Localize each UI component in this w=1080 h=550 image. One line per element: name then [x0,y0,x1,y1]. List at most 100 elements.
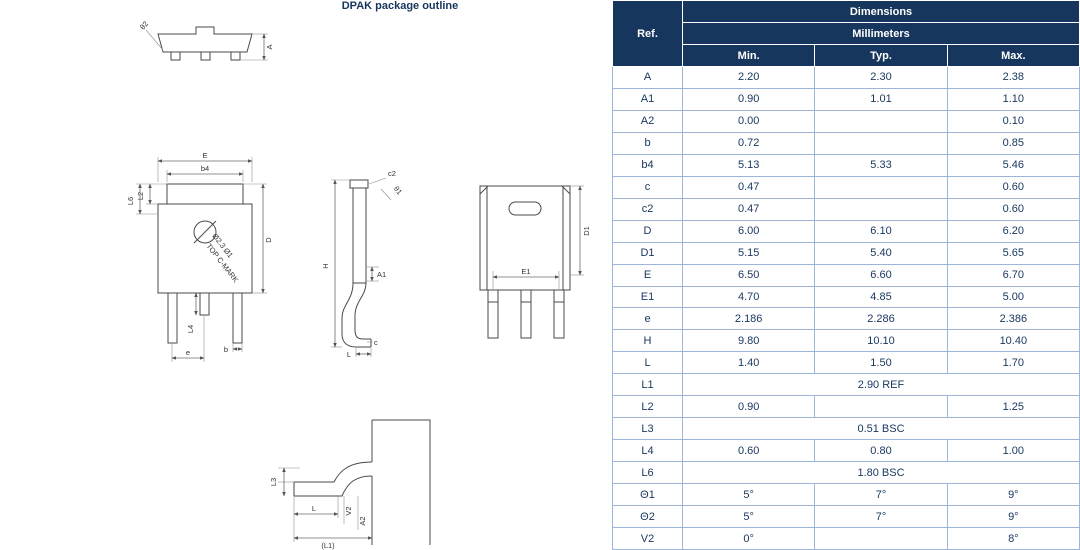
max-cell: 0.10 [946,109,1080,133]
ref-cell: A [612,66,683,89]
min-cell: 0.47 [681,197,816,221]
page-title: DPAK package outline [341,0,459,12]
min-cell: 0.90 [681,87,816,111]
dim-label-b: b [224,345,228,354]
ref-cell: H [612,329,683,353]
ref-cell: e [612,307,683,331]
min-cell: 0° [681,527,816,550]
dimensions-table: Ref. Dimensions Millimeters Min. Typ. Ma… [612,0,1080,550]
typ-cell [814,175,948,199]
min-cell: 0.00 [681,109,816,133]
ref-cell: L4 [612,439,683,463]
min-cell: 0.60 [681,439,816,463]
min-cell: 1.40 [681,351,816,375]
ref-cell: L6 [612,461,683,485]
dim-label-theta2: θ2 [138,19,150,31]
max-cell: 5.46 [946,153,1080,177]
min-cell: 5.13 [681,153,816,177]
min-cell: 9.80 [681,329,816,353]
min-cell: 4.70 [681,285,816,309]
lead-detail-view: L3 L (L1) V2 A2 [269,419,431,550]
ref-cell: b4 [612,153,683,177]
dim-label-h: H [321,263,330,268]
ref-cell: E1 [612,285,683,309]
dim-label-l1: (L1) [321,541,335,550]
dim-label-l6: L6 [126,197,135,205]
typ-cell: 5.33 [814,153,948,177]
max-cell: 1.10 [946,87,1080,111]
typ-cell: 1.01 [814,87,948,111]
ref-cell: D1 [612,241,683,265]
ref-cell: L [612,351,683,375]
ref-cell: Θ1 [612,483,683,507]
min-cell: 0.72 [681,131,816,155]
dim-label-a1: A1 [377,270,386,279]
ref-cell: L1 [612,373,683,397]
dim-label-v2: V2 [344,506,353,515]
back-view: E1 D1 [479,185,591,339]
front-view: E b4 Ø2.3 Ø1 TOP C-MARK D L2 [126,151,273,362]
typ-cell: 7° [814,505,948,529]
min-cell: 2.186 [681,307,816,331]
dim-label-a: A [265,44,274,49]
typ-cell: 6.60 [814,263,948,287]
typ-cell [814,197,948,221]
max-cell: 1.00 [946,439,1080,463]
min-cell: 5.15 [681,241,816,265]
typ-cell [814,109,948,133]
dim-label-l2: L2 [136,192,145,200]
ref-cell: A1 [612,87,683,111]
dim-label-d: D [264,237,273,243]
max-cell: 5.00 [946,285,1080,309]
side-view: H c2 θ1 A1 c L [321,169,404,359]
min-cell: 5° [681,505,816,529]
max-cell: 0.85 [946,131,1080,155]
typ-cell [814,527,948,550]
span-value-cell: 1.80 BSC [682,461,1080,485]
typ-cell: 4.85 [814,285,948,309]
max-cell: 1.25 [946,395,1080,419]
dim-label-theta1: θ1 [392,184,404,196]
typ-cell: 6.10 [814,219,948,243]
max-cell: 6.70 [946,263,1080,287]
span-value-cell: 0.51 BSC [682,417,1080,441]
dim-label-l-foot: L [312,504,316,513]
ref-cell: L2 [612,395,683,419]
dimensions-header: Dimensions [682,0,1080,23]
max-cell: 5.65 [946,241,1080,265]
max-cell: 1.70 [946,351,1080,375]
typ-cell: 2.286 [814,307,948,331]
typ-cell: 7° [814,483,948,507]
max-cell: 2.386 [946,307,1080,331]
ref-cell: E [612,263,683,287]
dim-label-b4: b4 [201,164,209,173]
dim-label-l4: L4 [186,325,195,333]
typ-cell: 5.40 [814,241,948,265]
max-cell: 10.40 [946,329,1080,353]
drawing-panel: DPAK package outline θ2 A [126,0,591,550]
dim-label-a2: A2 [358,516,367,525]
dim-label-e-width: E [202,151,207,160]
ref-cell: A2 [612,109,683,133]
max-column-header: Max. [946,44,1080,67]
dim-label-l3: L3 [269,478,278,486]
table-header: Ref. Dimensions Millimeters Min. Typ. Ma… [612,0,1080,67]
typ-cell: 10.10 [814,329,948,353]
max-cell: 6.20 [946,219,1080,243]
typ-cell: 0.80 [814,439,948,463]
